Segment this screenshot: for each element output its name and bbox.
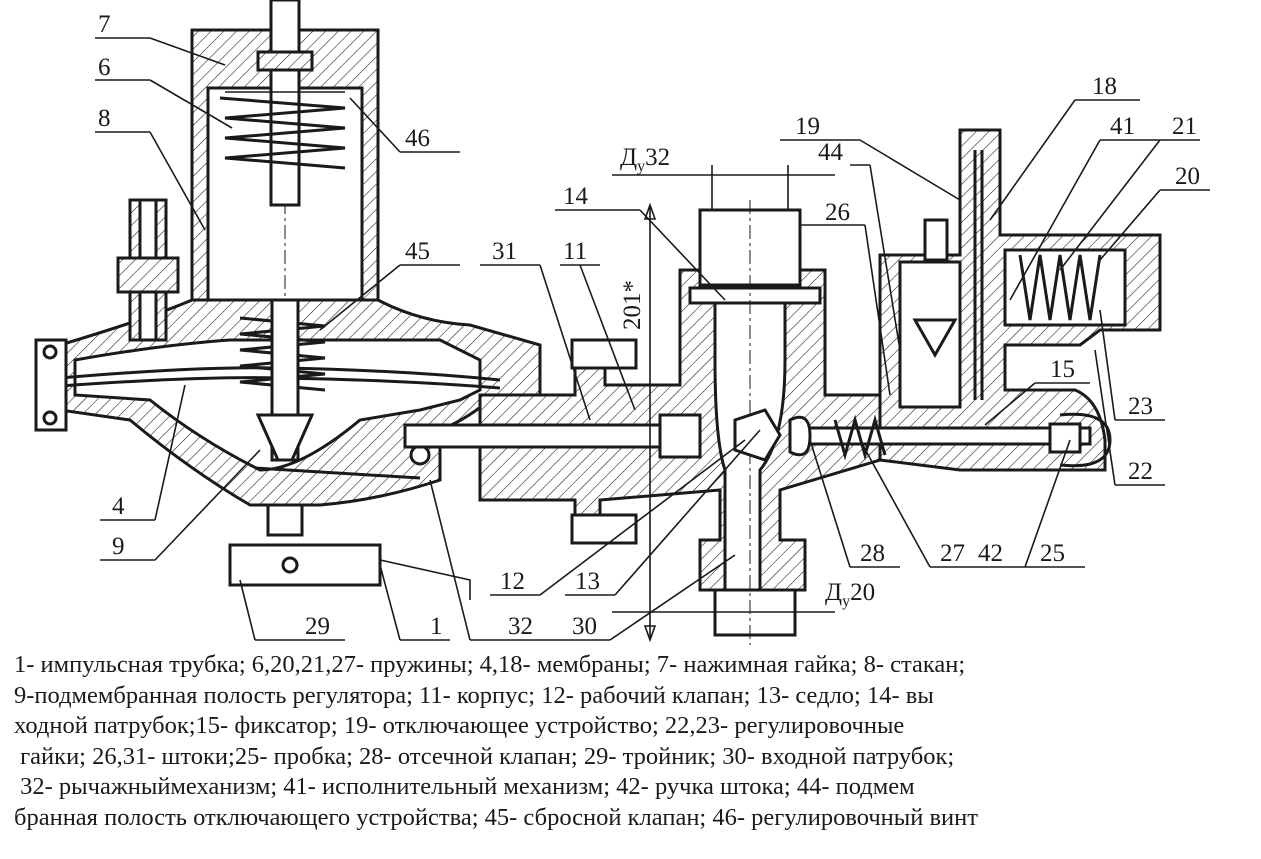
- callout-label: 8: [98, 105, 111, 132]
- callout-label: 21: [1172, 113, 1197, 140]
- leader-lines: [95, 37, 1210, 641]
- callout-label: 30: [572, 613, 597, 640]
- spring-housing: [190, 0, 380, 500]
- shutoff-device: [788, 128, 1162, 472]
- callout-label: 15: [1050, 356, 1075, 383]
- callout-label: 22: [1128, 458, 1153, 485]
- callout-label: 19: [795, 113, 820, 140]
- callout-label: 32: [508, 613, 533, 640]
- parts-legend: 1- импульсная трубка; 6,20,21,27- пружин…: [14, 650, 1249, 833]
- callout-label: 12: [500, 568, 525, 595]
- callout-labels: 7 6 8 46 45 31 11 14 19 18 44 41 21 26 2…: [98, 11, 1200, 640]
- regulator-drawing: Ду32 Ду20 201* 7: [34, 0, 1210, 645]
- legend-line: 9-подмембранная полость регулятора; 11- …: [14, 681, 934, 709]
- callout-label: 4: [112, 493, 125, 520]
- height-dimension: 201*: [619, 280, 646, 330]
- dimensions: [612, 165, 835, 643]
- callout-label: 20: [1175, 163, 1200, 190]
- legend-line: 1- импульсная трубка; 6,20,21,27- пружин…: [14, 651, 966, 678]
- legend-line: 32- рычажныймеханизм; 41- исполнительный…: [14, 773, 915, 800]
- callout-label: 44: [818, 139, 844, 166]
- callout-label: 9: [112, 533, 125, 560]
- inlet-dimension: Ду20: [825, 579, 875, 610]
- callout-label: 28: [860, 540, 885, 567]
- callout-label: 25: [1040, 540, 1065, 567]
- diaphragm-chamber: [34, 298, 542, 507]
- callout-label: 7: [98, 11, 111, 38]
- callout-label: 26: [825, 199, 850, 226]
- callout-label: 6: [98, 54, 111, 81]
- callout-label: 23: [1128, 393, 1153, 420]
- impulse-tube: [116, 198, 471, 600]
- callout-label: 14: [563, 183, 589, 210]
- callout-label: 29: [305, 613, 330, 640]
- callout-label: 27: [940, 540, 965, 567]
- callout-label: 1: [430, 613, 443, 640]
- legend-line: гайки; 26,31- штоки;25- пробка; 28- отсе…: [14, 742, 955, 770]
- callout-label: 46: [405, 125, 430, 152]
- callout-label: 18: [1092, 73, 1117, 100]
- callout-label: 11: [563, 238, 587, 265]
- callout-label: 42: [978, 540, 1003, 567]
- callout-label: 13: [575, 568, 600, 595]
- legend-line: бранная полость отключающего устройства;…: [14, 803, 978, 831]
- callout-label: 45: [405, 238, 430, 265]
- valve-body: [403, 200, 882, 645]
- callout-label: 31: [492, 238, 517, 265]
- callout-label: 41: [1110, 113, 1135, 140]
- legend-line: ходной патрубок;15- фиксатор; 19- отключ…: [14, 712, 905, 739]
- outlet-dimension: Ду32: [620, 144, 670, 175]
